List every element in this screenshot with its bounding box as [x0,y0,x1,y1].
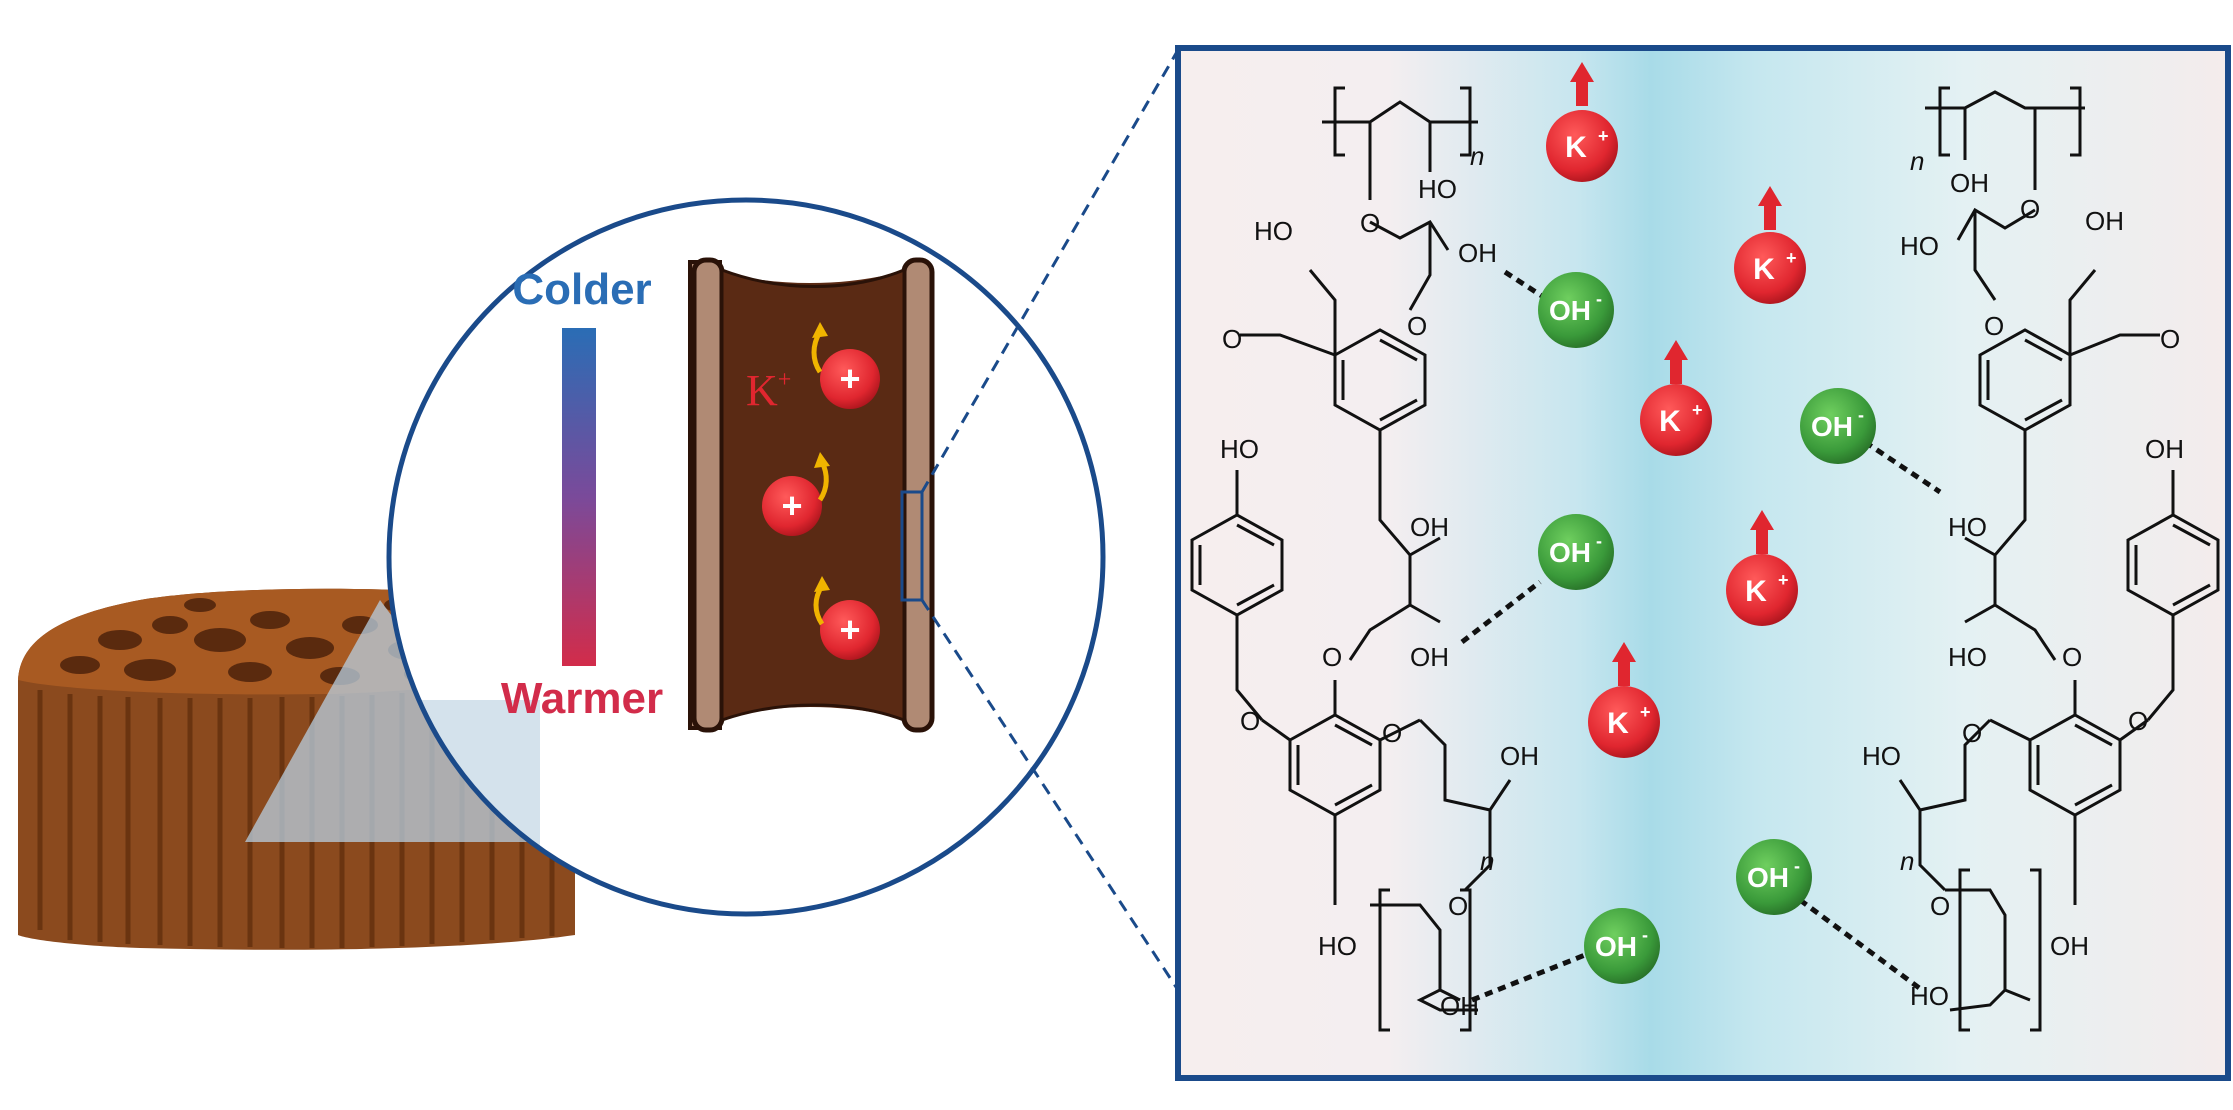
svg-text:HO: HO [1318,931,1357,961]
svg-text:-: - [1596,289,1602,309]
svg-text:HO: HO [1862,741,1901,771]
svg-text:O: O [1984,311,2004,341]
svg-text:HO: HO [1948,512,1987,542]
channel-highlight-box [900,490,924,602]
k-ion-4: K + [1726,510,1798,626]
left-lignin-labels: HO O OH O HO n O HO OH OH O O O OH HO O … [1220,141,1539,1021]
svg-text:+: + [1640,702,1651,722]
svg-text:OH: OH [1500,741,1539,771]
svg-text:O: O [1930,891,1950,921]
svg-text:-: - [1596,531,1602,551]
svg-text:O: O [2160,324,2180,354]
k-ion-5: K + [1588,642,1660,758]
right-lignin-structure [1898,86,2220,1032]
svg-text:K: K [1753,253,1775,286]
svg-text:O: O [1360,208,1380,238]
oh-ion-4: OH - [1800,388,1876,464]
svg-text:HO: HO [1948,642,1987,672]
svg-text:K: K [1607,707,1629,740]
oh-ion-5: OH - [1736,839,1812,915]
svg-text:O: O [1382,718,1402,748]
zoom-line-top [920,49,1180,493]
k-ion-3: K + [1640,340,1712,456]
svg-text:OH: OH [1549,537,1591,568]
oh-ion-3: OH - [1584,908,1660,984]
svg-text:O: O [2062,642,2082,672]
svg-text:O: O [2020,194,2040,224]
svg-text:OH: OH [1811,411,1853,442]
svg-text:O: O [1407,311,1427,341]
svg-text:K: K [1565,131,1587,164]
molecular-panel [1175,45,2231,1081]
svg-text:+: + [1598,126,1609,146]
svg-text:OH: OH [1410,512,1449,542]
channel-ion-label: K+ [746,366,791,415]
svg-text:+: + [839,609,860,650]
svg-text:O: O [2128,706,2148,736]
svg-text:OH: OH [1950,168,1989,198]
right-lignin-labels: n OH O HO OH O O OH HO HO O O O HO OH O … [1862,146,2184,1011]
svg-text:+: + [1692,400,1703,420]
svg-text:OH: OH [1595,931,1637,962]
svg-text:OH: OH [2050,931,2089,961]
k-ion-1: K + [1546,62,1618,182]
temperature-gradient-bar [562,328,596,666]
svg-text:O: O [1962,718,1982,748]
svg-text:n: n [1910,146,1924,176]
warmer-label: Warmer [501,674,663,723]
svg-text:HO: HO [1418,174,1457,204]
svg-text:O: O [1222,324,1242,354]
oh-ion-2: OH - [1538,514,1614,590]
left-lignin-structure [1190,86,1512,1032]
svg-text:OH: OH [1410,642,1449,672]
svg-text:HO: HO [1900,231,1939,261]
svg-text:K: K [1659,405,1681,438]
svg-text:-: - [1642,925,1648,945]
k-ion-2: K + [1734,186,1806,304]
svg-text:HO: HO [1254,216,1293,246]
channel-cation-2: + [762,452,830,536]
svg-text:n: n [1480,846,1494,876]
svg-text:O: O [1240,706,1260,736]
svg-text:OH: OH [1440,991,1479,1021]
channel-cation-1: + [811,322,880,409]
svg-text:+: + [781,485,802,526]
svg-text:OH: OH [2085,206,2124,236]
colder-label: Colder [512,265,651,314]
oh-ion-1: OH - [1538,272,1614,348]
svg-text:HO: HO [1220,434,1259,464]
svg-text:-: - [1858,405,1864,425]
channel-cation-3: + [813,576,880,660]
svg-text:OH: OH [1549,295,1591,326]
hydrogen-bonds [1460,269,1942,1003]
svg-text:+: + [1786,248,1797,268]
svg-text:OH: OH [1458,238,1497,268]
svg-text:OH: OH [2145,434,2184,464]
svg-text:O: O [1448,891,1468,921]
svg-text:+: + [839,358,860,399]
svg-text:-: - [1794,856,1800,876]
svg-text:OH: OH [1747,862,1789,893]
svg-text:+: + [1778,570,1789,590]
zoom-line-bottom [920,599,1180,991]
svg-text:K: K [1745,575,1767,608]
svg-text:O: O [1322,642,1342,672]
svg-text:n: n [1900,846,1914,876]
svg-text:n: n [1470,141,1484,171]
